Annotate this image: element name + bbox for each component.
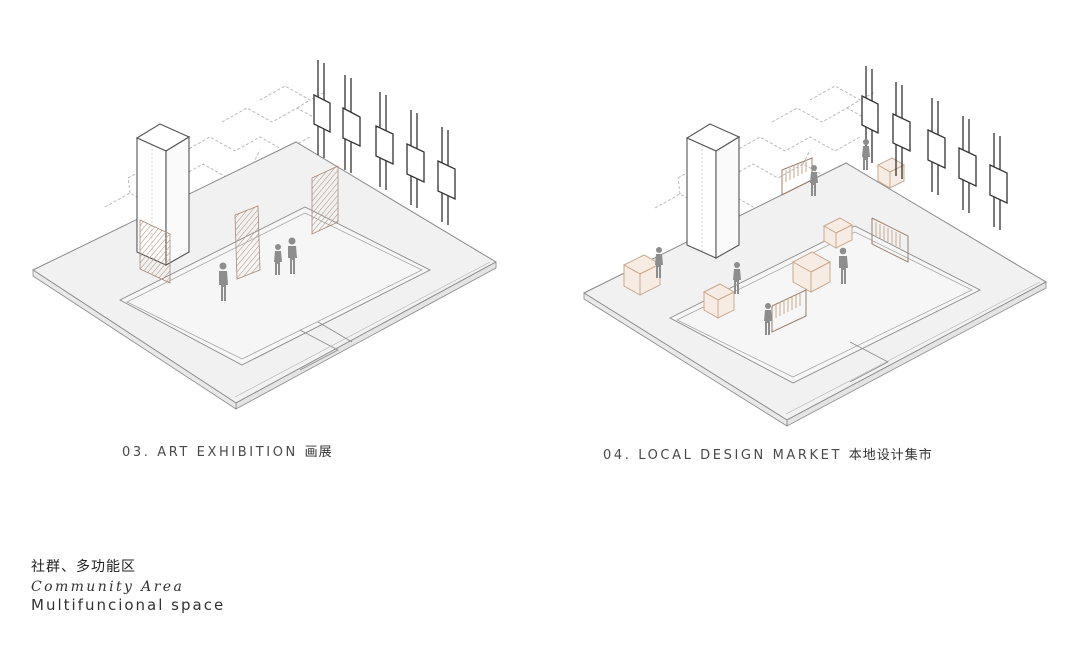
market-stalls xyxy=(622,157,906,319)
caption-art-exhibition: 03. ART EXHIBITION 画展 xyxy=(122,441,333,460)
visitor-figures-right xyxy=(655,139,870,335)
floor-slab-right xyxy=(582,162,1048,427)
clothing-racks xyxy=(771,157,909,333)
design-market-diagram xyxy=(582,66,1048,427)
visitor-figures-left xyxy=(219,237,297,301)
caption-art-exhibition-en: 03. ART EXHIBITION xyxy=(122,445,298,460)
caption-design-market-cn: 本地设计集市 xyxy=(848,448,933,463)
facade-screens-left xyxy=(313,60,456,225)
floor-slab-left xyxy=(31,141,498,410)
legend-block: 社群、多功能区 Community Area Multifuncional sp… xyxy=(31,556,225,614)
caption-design-market-en: 04. LOCAL DESIGN MARKET xyxy=(603,448,843,463)
facade-screens-right xyxy=(861,66,1008,230)
legend-title-cn: 社群、多功能区 xyxy=(31,559,136,575)
art-exhibition-diagram xyxy=(31,60,498,410)
exhibition-panels xyxy=(139,165,339,284)
legend-title-en: Community Area xyxy=(31,579,185,595)
column-tower-right xyxy=(685,123,741,259)
caption-art-exhibition-cn: 画展 xyxy=(304,445,333,460)
legend-subtitle: Multifuncional space xyxy=(31,596,226,614)
caption-design-market: 04. LOCAL DESIGN MARKET 本地设计集市 xyxy=(603,444,933,463)
